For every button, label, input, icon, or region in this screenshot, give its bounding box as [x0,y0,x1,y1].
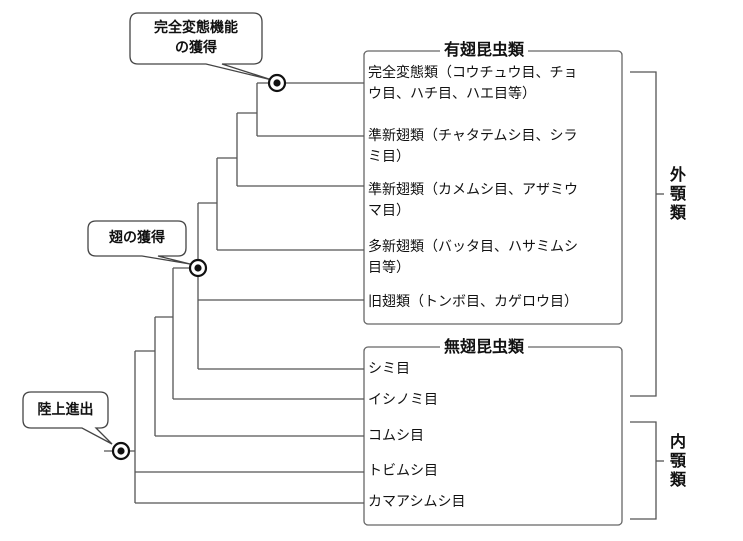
taxon-junshinshi-1: 準新翅類（チャタテムシ目、シラ ミ目） [368,128,578,165]
phylogenetic-tree [104,82,364,504]
winged-insects-title: 有翅昆虫類 [440,40,529,60]
taxon-komushi: コムシ目 [368,428,424,444]
taxon-kyushirui: 旧翅類（トンボ目、カゲロウ目） [368,294,578,310]
callout-wings [87,220,191,265]
taxon-kanzenhentai: 完全変態類（コウチュウ目、チョ ウ目、ハチ目、ハエ目等） [368,65,578,102]
taxon-junshinshi-2: 準新翅類（カメムシ目、アザミウ マ目） [368,182,578,219]
ectognatha-label: 外 顎 類 [669,165,686,222]
entognatha-bracket [630,421,657,520]
node-marker-icon [111,441,131,461]
callout-land [22,391,113,445]
complete-metamorphosis-line2: の獲得 [175,40,217,56]
taxon-kamaashimushi: カマアシムシ目 [368,494,466,510]
wings-label: 翅の獲得 [109,230,165,246]
complete-metamorphosis-label: 完全変態機能 の獲得 [130,18,262,58]
complete-metamorphosis-line1: 完全変態機能 [154,20,238,36]
node-marker-icon [267,73,287,93]
wingless-insects-title: 無翅昆虫類 [440,337,529,357]
entognatha-label: 内 顎 類 [669,432,686,489]
callout-complete-metamorphosis [129,12,273,81]
ectognatha-bracket [630,71,657,397]
taxon-tashinshi: 多新翅類（バッタ目、ハサミムシ 目等） [368,239,578,276]
taxon-shimi: シミ目 [368,361,410,377]
node-marker-icon [188,258,208,278]
land-label: 陸上進出 [37,402,94,418]
taxon-ishinomi: イシノミ目 [368,392,438,408]
taxon-tobimushi: トビムシ目 [368,463,438,479]
